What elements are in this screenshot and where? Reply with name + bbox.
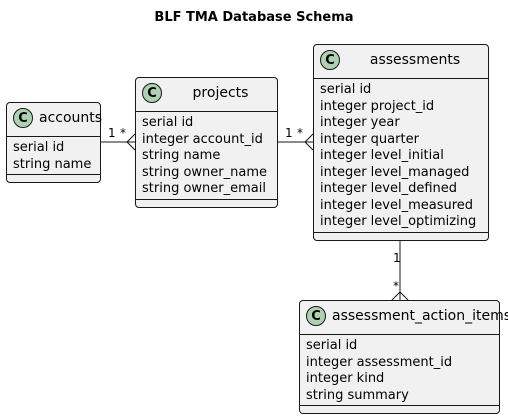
class-projects[interactable]: C projects serial id integer account_id …: [135, 77, 278, 208]
class-stereotype-icon: C: [306, 306, 326, 326]
field-list: serial id integer assessment_id integer …: [300, 335, 499, 404]
mult-items-many: *: [393, 279, 399, 293]
class-stereotype-icon: C: [13, 108, 33, 128]
field: serial id: [142, 115, 194, 130]
mult-projects-one: 1: [285, 126, 293, 140]
class-header: C assessment_action_items: [300, 301, 508, 335]
mult-assessments-one: 1: [393, 251, 401, 265]
field: integer quarter: [320, 131, 419, 147]
field: serial id: [320, 82, 372, 97]
field: string summary: [306, 387, 409, 403]
crowfoot-icon: [391, 291, 409, 301]
mult-accounts-one: 1: [108, 126, 116, 140]
methods-divider: [314, 232, 488, 233]
class-header: C assessments: [314, 45, 488, 79]
field: integer level_initial: [320, 148, 444, 163]
class-accounts[interactable]: C accounts serial id string name: [6, 102, 103, 183]
class-assessment-action-items[interactable]: C assessment_action_items serial id inte…: [299, 300, 508, 414]
edge-accounts-projects: 1 *: [101, 126, 136, 151]
class-assessments[interactable]: C assessments serial id integer project_…: [313, 44, 489, 241]
field: string owner_email: [142, 181, 266, 196]
field: serial id: [13, 140, 65, 155]
field: string owner_name: [142, 164, 267, 180]
field: integer level_managed: [320, 164, 470, 180]
class-name: assessments: [369, 52, 461, 68]
field: integer account_id: [142, 131, 263, 147]
diagram-title: BLF TMA Database Schema: [154, 10, 354, 25]
class-stereotype-icon: C: [320, 50, 340, 70]
mult-projects-many: *: [120, 126, 126, 140]
field: integer kind: [306, 371, 385, 386]
methods-divider: [300, 405, 499, 406]
methods-divider: [136, 199, 277, 200]
field: integer level_defined: [320, 181, 458, 196]
class-name: assessment_action_items: [332, 308, 508, 324]
field: string name: [13, 156, 92, 172]
field: integer year: [320, 115, 400, 130]
field-list: serial id string name: [7, 137, 100, 173]
field: string name: [142, 148, 221, 163]
methods-divider: [7, 174, 100, 175]
field: serial id: [306, 338, 358, 353]
field-list: serial id integer project_id integer yea…: [314, 79, 488, 231]
field: integer assessment_id: [306, 354, 453, 370]
field: integer project_id: [320, 98, 435, 114]
class-name: accounts: [39, 110, 103, 126]
class-header: C accounts: [7, 103, 103, 137]
field: integer level_measured: [320, 197, 474, 213]
field: integer level_optimizing: [320, 214, 477, 229]
edge-projects-assessments: 1 *: [278, 126, 314, 151]
mult-assessments-many: *: [297, 126, 303, 140]
edge-assessments-items: 1 *: [391, 241, 409, 301]
crowfoot-icon: [304, 133, 314, 151]
class-stereotype-icon: C: [142, 83, 162, 103]
crowfoot-icon: [126, 133, 136, 151]
field-list: serial id integer account_id string name…: [136, 112, 277, 198]
class-header: C projects: [136, 78, 277, 112]
class-name: projects: [192, 85, 249, 101]
